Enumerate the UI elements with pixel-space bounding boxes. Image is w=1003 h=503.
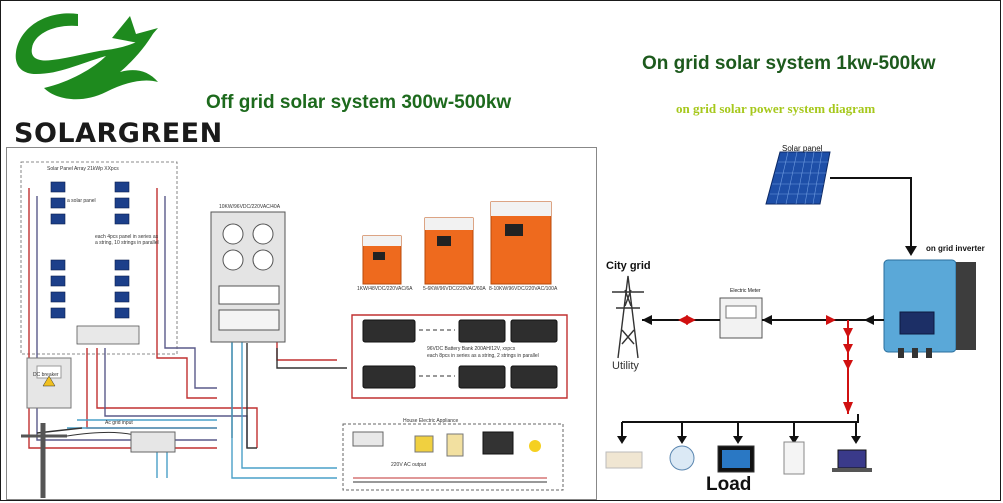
brand-name: SOLARGREEN <box>14 118 223 149</box>
on-grid-subtitle: on grid solar power system diagram <box>676 101 876 116</box>
appliance-label: House Electric Appliance <box>403 418 459 424</box>
inverter-label: 10KW/96VDC/220VAC/40A <box>219 204 281 210</box>
off-grid-wiring <box>20 161 568 498</box>
off-grid-title: Off grid solar system 300w-500kw <box>206 92 512 113</box>
inverter-label: on grid inverter <box>926 244 985 253</box>
string-note: each 4pcs panel in series as a string, 1… <box>95 234 159 246</box>
ac-output-label: 220V AC output <box>391 462 427 468</box>
pylon-icon <box>612 275 644 359</box>
on-grid-title: On grid solar system 1kw-500kw <box>642 53 936 74</box>
on-grid-diagram <box>605 151 976 475</box>
solar-panel-icon <box>765 151 831 205</box>
load-label: Load <box>706 474 752 495</box>
pv-box-label: DC breaker <box>33 372 59 378</box>
battery-bank-label: 96VDC Battery Bank 200AH/12V, xxpcs <box>427 346 516 352</box>
meter-label: Electric Meter <box>730 288 761 294</box>
unit-medium-label: 5-6KW/96VDC/220VAC/60A <box>423 286 486 292</box>
off-grid-diagram: Solar Panel Array 21kWp XXpcs a solar pa… <box>6 147 597 500</box>
solar-panel-note: a solar panel <box>67 198 96 204</box>
on-grid-inverter-icon <box>883 259 976 358</box>
solargreen-logo-icon <box>15 13 158 100</box>
solar-panel-label: Solar panel <box>782 144 823 153</box>
ac-grid-input-label: Ac grid input <box>105 420 133 426</box>
city-grid-label: City grid <box>606 260 651 272</box>
solar-array-label: Solar Panel Array 21kWp XXpcs <box>47 166 119 172</box>
unit-small-label: 1KW/48VDC/220VAC/6A <box>357 286 413 292</box>
battery-note: each 8pcs in series as a string, 2 strin… <box>427 353 539 359</box>
utility-label: Utility <box>612 360 639 372</box>
unit-large-label: 8-10KW/96VDC/220VAC/100A <box>489 286 558 292</box>
